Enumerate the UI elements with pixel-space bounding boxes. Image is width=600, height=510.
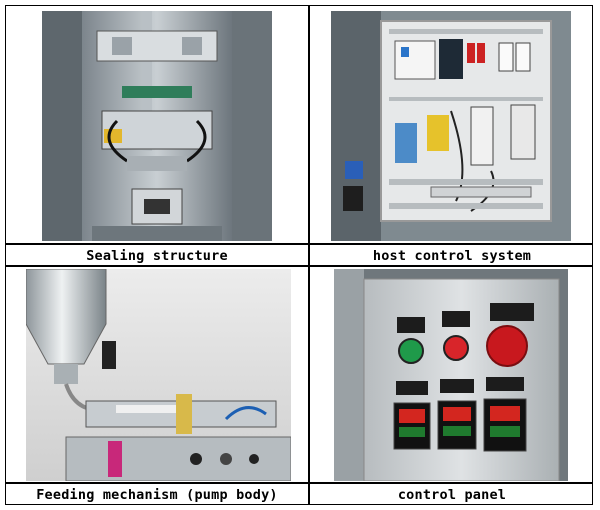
caption-control-panel: control panel [397,487,507,503]
control-panel-photo [334,269,568,481]
grid-divider-middle [6,265,592,267]
grid-divider-caption-1 [6,243,592,245]
grid-divider-caption-2 [6,482,592,484]
grid-divider-vertical [308,6,310,504]
caption-sealing-structure: Sealing structure [86,248,228,264]
caption-host-control-system: host control system [372,248,532,264]
caption-feeding-mechanism: Feeding mechanism (pump body) [36,487,278,503]
figure-grid: Sealing structure [5,5,593,505]
host-control-system-photo [331,11,571,241]
feeding-mechanism-photo [26,269,291,481]
sealing-structure-photo [42,11,272,241]
